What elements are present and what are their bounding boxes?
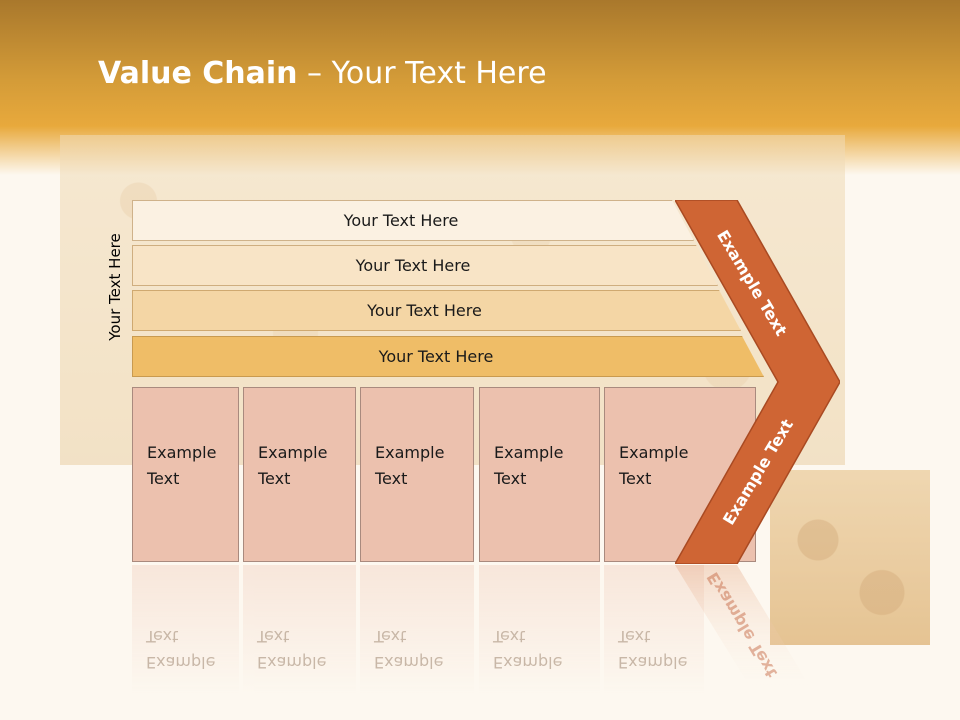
band-3-label: Your Text Here: [367, 301, 482, 320]
activity-box-4[interactable]: Example Text: [479, 387, 600, 562]
title-bold: Value Chain: [98, 56, 298, 91]
box-2-line2: Text: [258, 469, 291, 488]
box-4-line2: Text: [494, 469, 527, 488]
reflection-1: Example Text: [132, 565, 239, 695]
reflection-2: Example Text: [243, 565, 356, 695]
band-4[interactable]: Your Text Here: [132, 336, 764, 377]
reflection-4: Example Text: [479, 565, 600, 695]
band-4-label: Your Text Here: [378, 347, 494, 366]
reflection-2-line2: Text: [257, 627, 290, 646]
reflection-5-line2: Text: [618, 627, 651, 646]
band-1[interactable]: Your Text Here: [132, 200, 694, 241]
activity-box-2[interactable]: Example Text: [243, 387, 356, 562]
slide-title: Value Chain – Your Text Here: [98, 56, 547, 91]
reflection-3-line2: Text: [374, 627, 407, 646]
reflection-1-line1: Example: [146, 653, 216, 672]
side-label: Your Text Here: [106, 233, 124, 341]
box-1-line1: Example: [147, 443, 217, 462]
title-rest: – Your Text Here: [297, 56, 547, 91]
band-2-label: Your Text Here: [355, 256, 471, 275]
reflection-3-text: Example Text: [374, 623, 443, 675]
band-3[interactable]: Your Text Here: [132, 290, 741, 331]
value-chevron[interactable]: [675, 200, 840, 564]
reflection-2-line1: Example: [257, 653, 327, 672]
box-5-line2: Text: [619, 469, 652, 488]
reflection-3-line1: Example: [374, 653, 444, 672]
box-2-line1: Example: [258, 443, 328, 462]
reflection-2-text: Example Text: [257, 623, 326, 675]
reflection-3: Example Text: [360, 565, 474, 695]
box-4-line1: Example: [494, 443, 564, 462]
chevron-reflection: [675, 565, 815, 695]
reflection-1-line2: Text: [146, 627, 179, 646]
activity-box-3[interactable]: Example Text: [360, 387, 474, 562]
box-3-line1: Example: [375, 443, 445, 462]
band-1-label: Your Text Here: [343, 211, 459, 230]
reflection-4-line1: Example: [493, 653, 563, 672]
box-5-line1: Example: [619, 443, 689, 462]
chevron-shape[interactable]: [675, 200, 840, 564]
reflection-4-line2: Text: [493, 627, 526, 646]
activity-box-1[interactable]: Example Text: [132, 387, 239, 562]
box-3-line2: Text: [375, 469, 408, 488]
box-1-line2: Text: [147, 469, 180, 488]
background-texture-corner: [770, 470, 930, 645]
reflection-1-text: Example Text: [146, 623, 215, 675]
band-2[interactable]: Your Text Here: [132, 245, 718, 286]
reflection-4-text: Example Text: [493, 623, 562, 675]
